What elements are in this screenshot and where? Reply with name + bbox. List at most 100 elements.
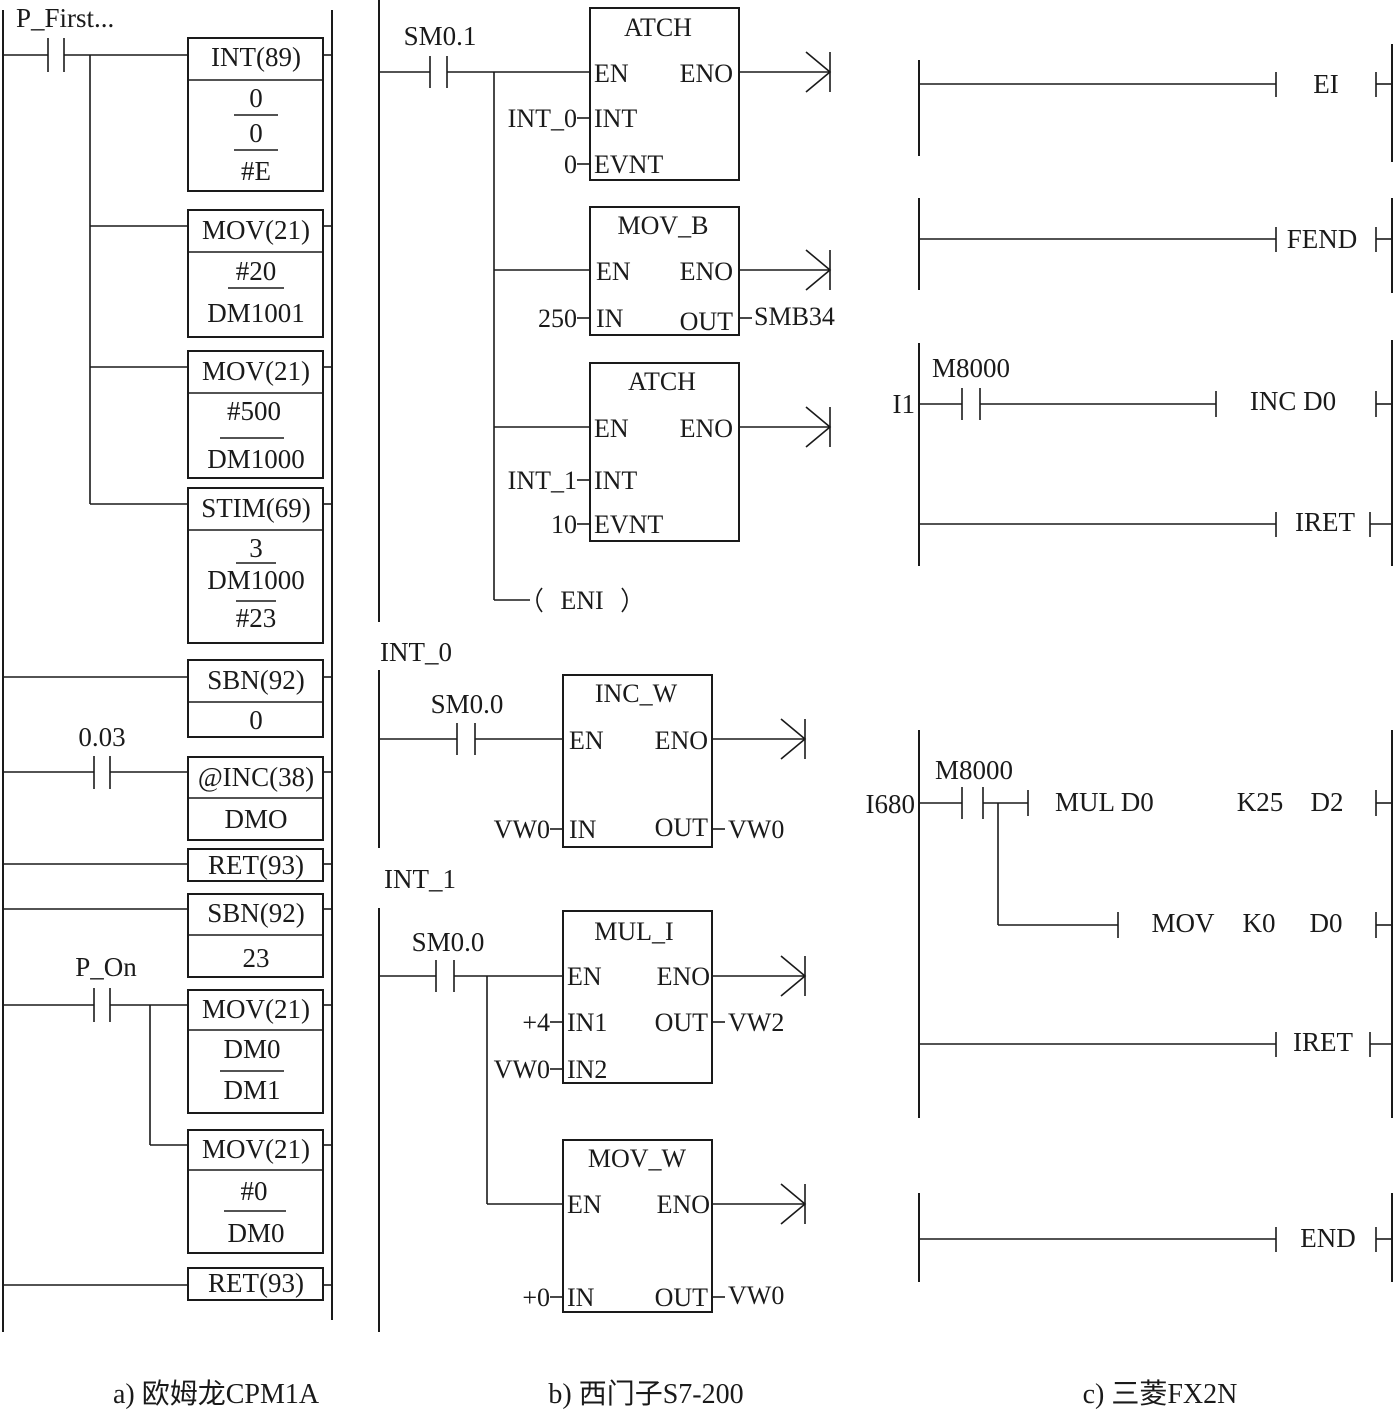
contact-label-sm01: SM0.1 bbox=[404, 21, 477, 51]
block-name: MOV_B bbox=[617, 211, 708, 240]
pin-out: OUT bbox=[655, 813, 709, 842]
interrupt-label-i680: I680 bbox=[866, 789, 916, 819]
operand: DM0 bbox=[227, 1218, 284, 1248]
contact-label-003: 0.03 bbox=[78, 722, 125, 752]
operand: DM1000 bbox=[207, 565, 305, 595]
operand: 23 bbox=[243, 943, 270, 973]
omron-block-mov21-b: MOV(21) #500 DM1000 bbox=[187, 350, 332, 479]
output-value: SMB34 bbox=[754, 302, 835, 331]
mitsubishi-fx2n-ladder: EI FEND I1 M8000 INC D0 bbox=[866, 44, 1393, 1282]
block-name: MOV(21) bbox=[202, 215, 310, 245]
operand: #0 bbox=[241, 1176, 268, 1206]
input-value: 0 bbox=[564, 150, 577, 179]
output-value: VW0 bbox=[728, 1281, 784, 1310]
siemens-block-mov-b: MOV_B EN ENO IN OUT 250 SMB34 bbox=[538, 206, 835, 336]
operand: DM1001 bbox=[207, 298, 305, 328]
pin-out: OUT bbox=[655, 1008, 709, 1037]
siemens-coil-eni: ENI bbox=[536, 586, 628, 615]
mitsu-rung-end: END bbox=[918, 1193, 1393, 1282]
pin-eno: ENO bbox=[680, 59, 733, 88]
mitsu-rung-fend: FEND bbox=[918, 198, 1393, 293]
mitsu-interrupt-i680: I680 M8000 MUL D0 K25 D2 MOV K0 D0 IR bbox=[866, 730, 1393, 1118]
siemens-section-int0: INT_0 SM0.0 INC_W EN ENO IN OUT VW0 VW0 bbox=[378, 637, 807, 848]
omron-rung-inc: 0.03 @INC(38) DMO bbox=[3, 722, 332, 841]
siemens-section-int1: INT_1 SM0.0 MUL_I EN ENO IN1 OUT IN2 +4 … bbox=[378, 864, 807, 1332]
operand: 0 bbox=[249, 118, 263, 148]
input-value: INT_0 bbox=[508, 104, 577, 133]
block-name: MOV(21) bbox=[202, 994, 310, 1024]
pin-eno: ENO bbox=[657, 962, 710, 991]
siemens-block-atch-1: ATCH EN ENO INT EVNT INT_0 0 bbox=[508, 7, 832, 181]
pin-int: INT bbox=[594, 466, 637, 495]
pin-in: IN bbox=[569, 815, 597, 844]
omron-block-stim69: STIM(69) 3 DM1000 #23 bbox=[187, 487, 332, 644]
omron-cpm1a-ladder: P_First... INT(89) 0 0 #E bbox=[2, 3, 333, 1332]
instruction: END bbox=[1300, 1223, 1356, 1253]
operand: 0 bbox=[249, 705, 263, 735]
instruction: IRET bbox=[1295, 507, 1355, 537]
siemens-s7-200-ladder: SM0.1 ATCH EN ENO INT EVNT INT_0 0 M bbox=[378, 0, 835, 1332]
instruction-operand: K0 bbox=[1243, 908, 1276, 938]
input-value: +0 bbox=[522, 1283, 550, 1312]
block-name: STIM(69) bbox=[201, 493, 311, 523]
block-name: @INC(38) bbox=[198, 762, 314, 792]
operand: #23 bbox=[236, 603, 277, 633]
pin-in: IN bbox=[596, 304, 624, 333]
block-name: MUL_I bbox=[594, 917, 673, 946]
input-value: VW0 bbox=[494, 1055, 550, 1084]
pin-en: EN bbox=[567, 1190, 602, 1219]
omron-rung-1: P_First... bbox=[3, 3, 188, 505]
omron-block-sbn92-a: SBN(92) 0 bbox=[3, 659, 332, 738]
pin-en: EN bbox=[567, 962, 602, 991]
operand: 0 bbox=[249, 83, 263, 113]
pin-evnt: EVNT bbox=[594, 510, 663, 539]
pin-eno: ENO bbox=[655, 726, 708, 755]
mitsu-interrupt-i1: I1 M8000 INC D0 IRET bbox=[893, 340, 1393, 566]
block-name: MOV(21) bbox=[202, 1134, 310, 1164]
block-name: RET(93) bbox=[208, 850, 304, 880]
pin-eno: ENO bbox=[657, 1190, 710, 1219]
instruction: FEND bbox=[1287, 224, 1358, 254]
operand: 3 bbox=[249, 533, 263, 563]
operand: DM1000 bbox=[207, 444, 305, 474]
operand: #20 bbox=[236, 256, 277, 286]
coil-label: ENI bbox=[560, 586, 603, 615]
output-value: VW2 bbox=[728, 1008, 784, 1037]
caption-a: a) 欧姆龙CPM1A bbox=[113, 1378, 320, 1410]
section-label-int0: INT_0 bbox=[380, 637, 452, 667]
contact-label-sm00-b: SM0.0 bbox=[412, 927, 485, 957]
caption-c: c) 三菱FX2N bbox=[1083, 1378, 1238, 1410]
siemens-block-atch-2: ATCH EN ENO INT EVNT INT_1 10 bbox=[508, 362, 832, 542]
contact-label-p-first: P_First... bbox=[16, 3, 114, 33]
omron-block-ret93-b: RET(93) bbox=[3, 1267, 332, 1301]
instruction: EI bbox=[1313, 69, 1338, 99]
operand: DM1 bbox=[223, 1075, 280, 1105]
omron-block-mov21-a: MOV(21) #20 DM1001 bbox=[187, 209, 332, 338]
input-value: 10 bbox=[551, 510, 577, 539]
pin-out: OUT bbox=[680, 307, 734, 336]
input-value: INT_1 bbox=[508, 466, 577, 495]
pin-out: OUT bbox=[655, 1283, 709, 1312]
contact-label-m8000-b: M8000 bbox=[935, 755, 1013, 785]
input-value: 250 bbox=[538, 304, 577, 333]
block-name: MOV_W bbox=[588, 1144, 687, 1173]
interrupt-label-i1: I1 bbox=[893, 389, 916, 419]
pin-in: IN bbox=[567, 1283, 595, 1312]
pin-en: EN bbox=[569, 726, 604, 755]
pin-en: EN bbox=[594, 414, 629, 443]
instruction: IRET bbox=[1293, 1027, 1353, 1057]
block-name: MOV(21) bbox=[202, 356, 310, 386]
pin-eno: ENO bbox=[680, 257, 733, 286]
block-name: SBN(92) bbox=[207, 898, 305, 928]
section-label-int1: INT_1 bbox=[384, 864, 456, 894]
contact-label-p-on: P_On bbox=[75, 952, 137, 982]
block-name: SBN(92) bbox=[207, 665, 305, 695]
output-value: VW0 bbox=[728, 815, 784, 844]
pin-in2: IN2 bbox=[567, 1055, 607, 1084]
operand: #E bbox=[241, 156, 271, 186]
omron-block-sbn92-b: SBN(92) 23 bbox=[3, 893, 332, 978]
instruction-operand: K25 bbox=[1237, 787, 1284, 817]
omron-rung-p-on: P_On MOV(21) DM0 DM1 MOV(21) #0 DM0 bbox=[3, 952, 332, 1254]
block-name: INC_W bbox=[595, 679, 678, 708]
